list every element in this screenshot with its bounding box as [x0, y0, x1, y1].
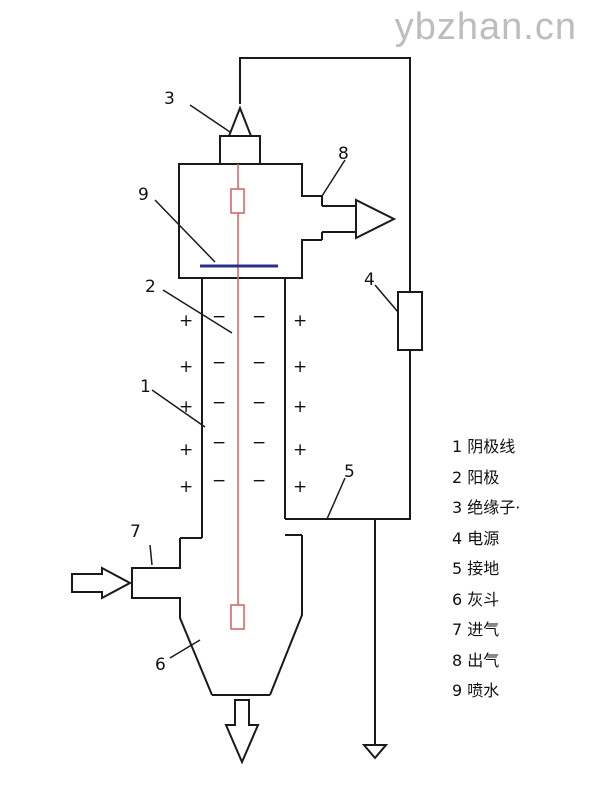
cathode-weight-bottom [230, 604, 245, 630]
plus-charge: + [293, 477, 307, 497]
lower-casing-right [269, 535, 303, 696]
minus-charge: − [212, 307, 226, 327]
leader-9 [154, 199, 216, 263]
power-source-box [397, 291, 423, 351]
plus-charge: + [179, 311, 193, 331]
legend: 1 阴极线 2 阳极 3 绝缘子· 4 电源 5 接地 6 灰斗 7 进气 8 … [452, 432, 520, 707]
hopper-outlet-arrow [224, 699, 260, 765]
leader-1 [151, 389, 206, 428]
legend-item: 9 喷水 [452, 681, 500, 700]
plus-charge: + [293, 357, 307, 377]
minus-charge: − [252, 433, 266, 453]
callout-6: 6 [155, 655, 166, 675]
legend-item: 4 电源 [452, 528, 500, 548]
legend-item: 2 阳极 [452, 467, 500, 487]
callout-3: 3 [164, 89, 175, 109]
leader-2 [162, 289, 233, 334]
callout-2: 2 [145, 277, 156, 297]
plus-charge: + [293, 311, 307, 331]
plus-charge: + [179, 440, 193, 460]
plus-charge: + [179, 357, 193, 377]
plus-charge: + [179, 397, 193, 417]
leader-4 [374, 284, 399, 313]
leader-3 [189, 104, 231, 133]
callout-7: 7 [130, 522, 141, 542]
inlet-arrow [71, 566, 133, 600]
watermark-main: ybzhan.cn [394, 6, 577, 48]
cathode-weight-top [230, 188, 245, 214]
plus-charge: + [293, 440, 307, 460]
callout-5: 5 [344, 462, 355, 482]
circuit-wire-right [285, 350, 411, 520]
leader-7 [149, 544, 153, 566]
circuit-wire-top [239, 57, 411, 292]
legend-item: 8 出气 [452, 650, 500, 670]
callout-4: 4 [364, 270, 375, 290]
minus-charge: − [252, 307, 266, 327]
plus-charge: + [179, 477, 193, 497]
leader-5 [326, 477, 346, 520]
leader-6 [169, 639, 201, 659]
leader-8 [321, 159, 346, 197]
outlet-arrow [355, 198, 397, 240]
insulator [227, 105, 253, 137]
upper-chamber-right [260, 163, 322, 197]
minus-charge: − [212, 471, 226, 491]
minus-charge: − [252, 353, 266, 373]
lower-casing-left [131, 538, 213, 696]
ground-symbol [361, 744, 389, 760]
legend-item: 7 进气 [452, 620, 500, 639]
minus-charge: − [252, 471, 266, 491]
insulator-base [219, 135, 261, 165]
plus-charge: + [293, 397, 307, 417]
callout-1: 1 [140, 377, 151, 397]
minus-charge: − [212, 353, 226, 373]
legend-item: 6 灰斗 [452, 589, 500, 609]
legend-item: 5 接地 [452, 559, 500, 578]
callout-8: 8 [338, 144, 349, 164]
legend-item: 3 绝缘子· [452, 498, 521, 517]
upper-chamber [178, 163, 322, 279]
minus-charge: − [252, 393, 266, 413]
callout-9: 9 [138, 185, 149, 205]
minus-charge: − [212, 433, 226, 453]
minus-charge: − [212, 393, 226, 413]
legend-item: 1 阴极线 [452, 437, 516, 456]
